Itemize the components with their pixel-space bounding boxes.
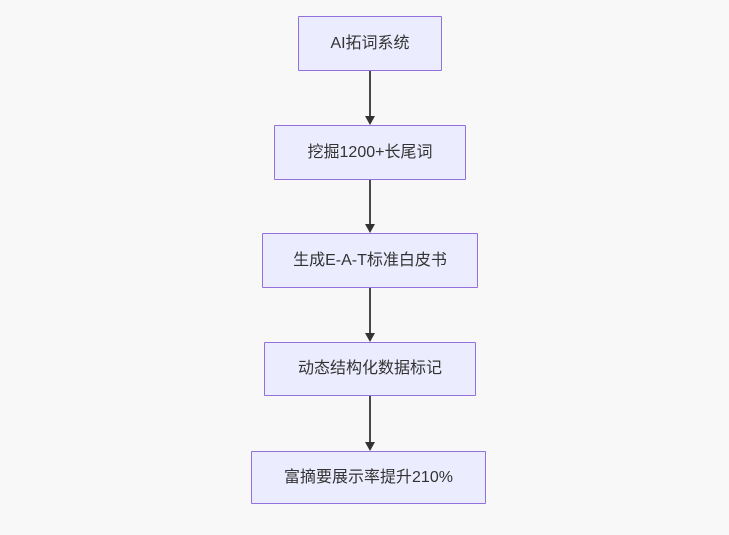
flow-node-rich-snippet-rate-increase: 富摘要展示率提升210% — [251, 451, 486, 504]
flow-node-dynamic-structured-data-markup: 动态结构化数据标记 — [264, 342, 476, 396]
arrow-line — [369, 396, 371, 442]
flow-node-longtail-keyword-mining: 挖掘1200+长尾词 — [274, 125, 466, 180]
node-label: 富摘要展示率提升210% — [284, 468, 453, 486]
edge-arrow-3 — [365, 288, 375, 342]
node-label: 挖掘1200+长尾词 — [307, 143, 433, 161]
arrowhead-down-icon — [365, 116, 375, 125]
edge-arrow-4 — [365, 396, 375, 451]
arrow-line — [369, 180, 371, 224]
node-label: AI拓词系统 — [330, 34, 410, 52]
arrow-line — [369, 71, 371, 116]
flow-node-ai-word-expansion-system: AI拓词系统 — [298, 16, 442, 71]
node-label: 动态结构化数据标记 — [297, 360, 442, 377]
node-label: 生成E-A-T标准白皮书 — [293, 251, 447, 269]
edge-arrow-1 — [365, 71, 375, 125]
arrowhead-down-icon — [365, 442, 375, 451]
flow-node-eat-whitepaper-generation: 生成E-A-T标准白皮书 — [262, 233, 478, 288]
arrowhead-down-icon — [365, 224, 375, 233]
edge-arrow-2 — [365, 180, 375, 233]
arrowhead-down-icon — [365, 333, 375, 342]
arrow-line — [369, 288, 371, 333]
